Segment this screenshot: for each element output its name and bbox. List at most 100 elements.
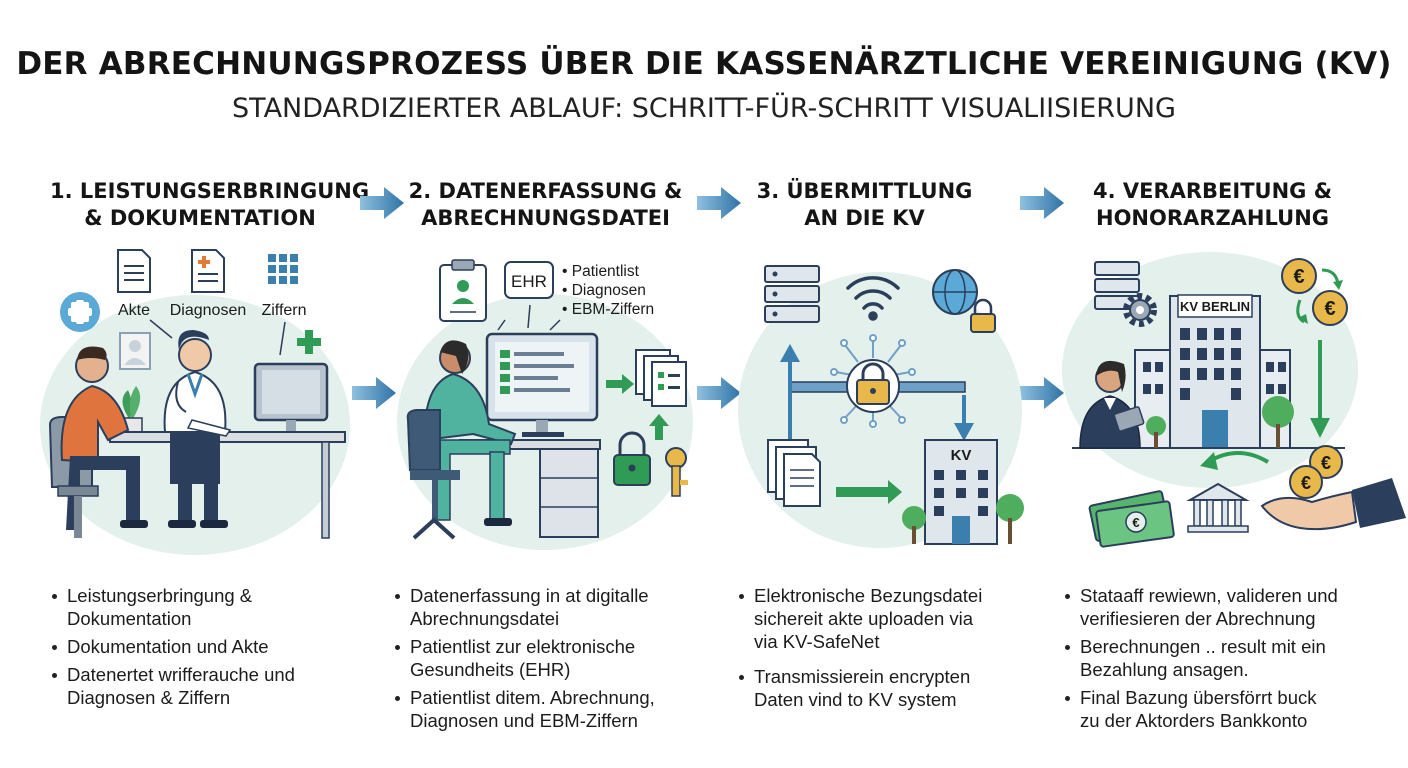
bullet-line: Patientlist ditem. Abrechnung, [410,687,655,708]
globe-icon [932,269,996,333]
bullet-line: Diagnosen und EBM-Ziffern [410,710,638,731]
list-item-ebm-ziffern: • EBM-Ziffern [562,301,654,318]
euro-symbol-3: € [1321,453,1331,473]
list-item: Stataaff rewiewn, valideren und verifies… [1063,584,1383,630]
flow-arrow-mid-2 [697,377,741,409]
flow-arrow-top-2 [697,187,741,219]
step-3-title-line-1: 3. ÜBERMITTLUNG [756,179,973,203]
flow-arrow-top-3 [1020,187,1064,219]
list-item-patientlist: • Patientlist [562,263,640,280]
euro-coins-stack-icon: € € [1289,445,1343,499]
list-item: Patientlist zur elektronische Gesundheit… [393,635,693,681]
documents-stack-icon [635,349,687,407]
server-stack-icon [764,265,820,323]
step-3-title: 3. ÜBERMITTLUNG AN DIE KV [752,178,977,232]
list-item: Elektronische Bezungsdatei sichereit akt… [737,584,1017,653]
tree-icon [1146,396,1294,448]
bullet-line: Datenertet wrifferauche und [67,664,295,685]
step-3-title-line-2: AN DIE KV [804,206,925,230]
workstation-monitor-icon [485,332,599,437]
bullet-line: Datenerfassung in at digitalle [410,585,649,606]
diagnosen-document-icon [191,249,225,293]
step-2-illustration: EHR • Patientlist • Diagnosen • EBM-Ziff… [397,259,693,550]
step-2-title-line-1: 2. DATENERFASSUNG & [408,179,683,203]
bullet-line: Diagnosen & Ziffern [67,687,231,708]
akte-document-icon [117,249,151,293]
bullet-line: Stataaff rewiewn, valideren und [1080,585,1338,606]
bullet-line: zu der Aktorders Bankkonto [1080,710,1308,731]
step-4-bullets: Stataaff rewiewn, valideren und verifies… [1063,584,1383,737]
bullet-line: via KV-SafeNet [754,631,880,652]
step-4-title-line-1: 4. VERARBEITUNG & [1092,179,1333,203]
server-icon [1094,261,1140,310]
bullet-line: Leistungserbringung & [67,585,253,606]
euro-symbol-1: € [1293,266,1304,288]
euro-symbol-5: € [1132,515,1139,530]
euro-coin-icon: € € [1281,258,1348,326]
bullet-line: sichereit akte uploaden via [754,608,974,629]
bullet-line: Bezahlung ansagen. [1080,659,1249,680]
bullet-line: Gesundheits (EHR) [410,659,571,680]
clipboard-icon [439,259,487,322]
wifi-icon [846,276,900,321]
list-item: Transmissierein encrypten Daten vind to … [737,665,1017,711]
bank-icon [1186,482,1250,533]
clerk-figure [406,340,517,540]
bullet-line: verifiesieren der Abrechnung [1080,608,1316,629]
step-4-illustration: KV BERLIN [1062,252,1406,548]
flow-arrow-mid-1 [352,377,396,409]
kv-building-label: KV [951,447,972,464]
ehr-label: EHR [511,272,547,291]
receiving-hand-icon [1260,478,1406,531]
key-icon [665,447,688,497]
list-item: Berechnungen .. result mit ein Bezahlung… [1063,635,1383,681]
doctor-figure [163,330,232,528]
step-3-bullets: Elektronische Bezungsdatei sichereit akt… [737,584,1017,716]
reviewer-figure [1079,360,1145,449]
euro-symbol-2: € [1324,298,1335,320]
ehr-speech-bubble: EHR [504,261,554,299]
step-2-bullets: Datenerfassung in at digitalle Abrechnun… [393,584,693,737]
bullet-line: Dokumentation und Akte [67,636,269,657]
step-4-title-line-2: HONORARZAHLUNG [1096,206,1329,230]
list-item: Patientlist ditem. Abrechnung, Diagnosen… [393,686,693,732]
page-title: DER ABRECHNUNGSPROZESS ÜBER DIE KASSENÄR… [16,46,1392,82]
step-1-title-line-1: 1. LEISTUNGSERBRINGUNG [50,179,370,203]
ziffern-grid-icon [268,254,298,284]
tree-icon [902,494,1024,544]
bullet-line: Berechnungen .. result mit ein [1080,636,1326,657]
ziffern-label: Ziffern [261,302,306,319]
bullet-line: Final Bazung übersförrt buck [1080,687,1317,708]
step-3-illustration: KV [738,265,1024,548]
bullet-line: Dokumentation [67,608,192,629]
bullet-line: Transmissierein encrypten [754,666,971,687]
green-plus-icon [297,330,321,354]
banknotes-icon: € [1088,490,1175,548]
akte-label: Akte [118,302,150,319]
list-item: Final Bazung übersförrt buck zu der Akto… [1063,686,1383,732]
padlock-icon [613,431,651,486]
bullet-line: Patientlist zur elektronische [410,636,636,657]
flow-arrow-mid-3 [1020,377,1064,409]
step-2-title-line-2: ABRECHNUNGSDATEI [421,206,670,230]
step-4-title: 4. VERARBEITUNG & HONORARZAHLUNG [1080,178,1345,232]
encryption-lock-icon [846,359,900,413]
list-item: Datenerfassung in at digitalle Abrechnun… [393,584,693,630]
bullet-line: Abrechnungsdatei [410,608,560,629]
list-item: Dokumentation und Akte [50,635,340,658]
kv-berlin-label: KV BERLIN [1180,299,1250,314]
files-icon [767,439,821,507]
bullet-line: Daten vind to KV system [754,689,957,710]
patient-photo-icon [119,332,151,370]
kv-building-icon: KV [924,439,998,545]
list-item-diagnosen: • Diagnosen [562,282,646,299]
diagnosen-label: Diagnosen [170,302,247,319]
desk-monitor-icon [253,362,329,443]
flow-arrow-top-1 [360,187,404,219]
medical-cross-icon [60,292,100,332]
bullet-line: Elektronische Bezungsdatei [754,585,983,606]
step-2-title: 2. DATENERFASSUNG & ABRECHNUNGSDATEI [408,178,683,232]
gear-icon [1123,293,1157,327]
euro-symbol-4: € [1301,473,1311,493]
list-item: Datenertet wrifferauche und Diagnosen & … [50,663,340,709]
